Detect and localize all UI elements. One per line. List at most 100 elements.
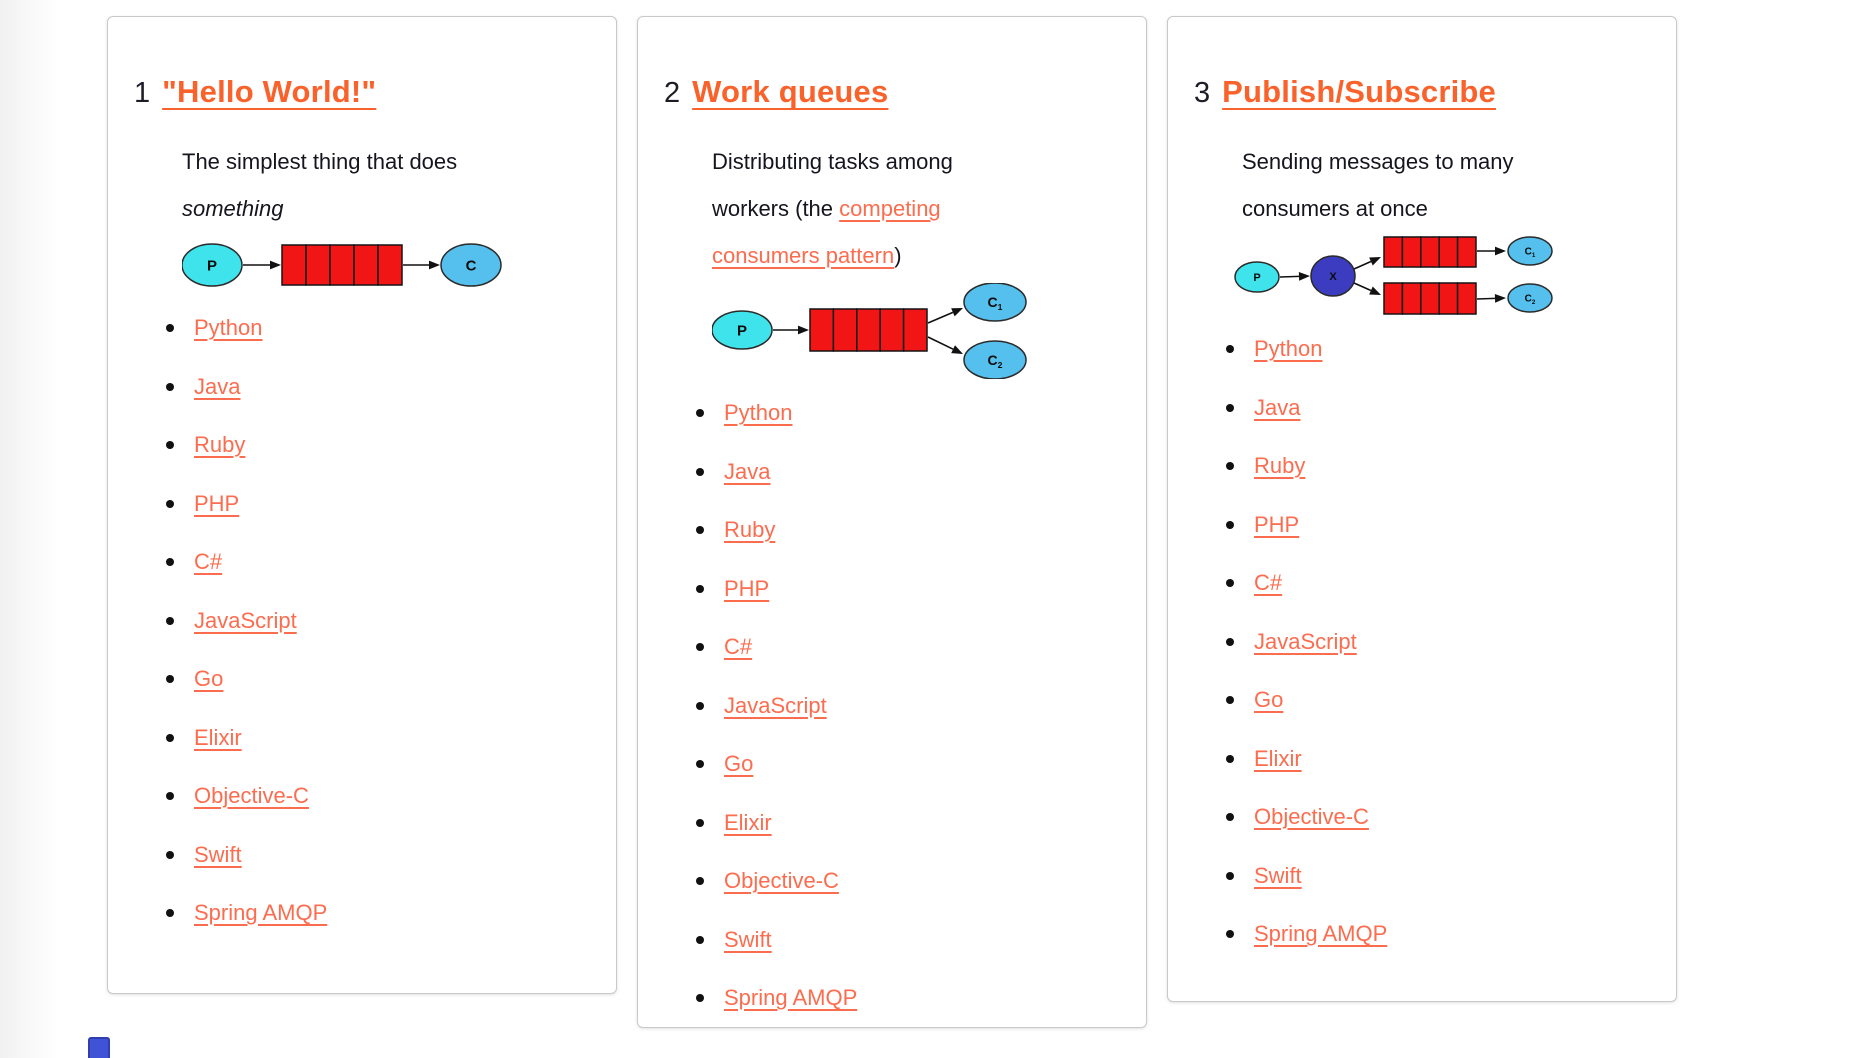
language-link-go[interactable]: Go bbox=[724, 751, 754, 776]
language-item: Swift bbox=[166, 841, 616, 871]
language-link-ruby[interactable]: Ruby bbox=[724, 517, 776, 542]
language-item: Ruby bbox=[166, 432, 616, 461]
language-item: Swift bbox=[1226, 862, 1676, 892]
language-link-go[interactable]: Go bbox=[194, 666, 224, 691]
language-item: Elixir bbox=[696, 809, 1146, 839]
language-item: Elixir bbox=[166, 724, 616, 754]
consumer-node: C1 bbox=[1507, 236, 1553, 266]
language-link-swift[interactable]: Swift bbox=[724, 926, 772, 952]
language-item: Go bbox=[1226, 687, 1676, 716]
tutorial-title-link[interactable]: "Hello World!" bbox=[162, 74, 377, 109]
language-item: Go bbox=[696, 751, 1146, 780]
tutorial-description: The simplest thing that does something bbox=[182, 138, 497, 232]
description-inline-link[interactable]: competing consumers pattern bbox=[712, 196, 941, 268]
language-item: C# bbox=[1226, 570, 1676, 599]
tutorial-description: Sending messages to many consumers at on… bbox=[1242, 138, 1557, 232]
language-link-elixir[interactable]: Elixir bbox=[724, 809, 772, 835]
language-link-c-[interactable]: C# bbox=[194, 549, 223, 574]
language-link-php[interactable]: PHP bbox=[194, 490, 240, 516]
language-link-spring-amqp[interactable]: Spring AMQP bbox=[1254, 921, 1388, 946]
language-link-elixir[interactable]: Elixir bbox=[194, 724, 242, 750]
page-edge-shade bbox=[0, 0, 58, 1058]
language-item: C# bbox=[166, 549, 616, 578]
language-link-objective-c[interactable]: Objective-C bbox=[724, 868, 839, 893]
language-item: JavaScript bbox=[696, 692, 1146, 722]
consumer-node: C2 bbox=[963, 340, 1027, 380]
language-link-go[interactable]: Go bbox=[1254, 687, 1284, 712]
language-item: Ruby bbox=[696, 517, 1146, 546]
arrow bbox=[243, 260, 281, 270]
arrow bbox=[1279, 271, 1310, 281]
language-link-objective-c[interactable]: Objective-C bbox=[1254, 804, 1369, 829]
tutorial-title-link[interactable]: Work queues bbox=[692, 74, 889, 109]
language-link-c-[interactable]: C# bbox=[724, 634, 753, 659]
language-link-elixir[interactable]: Elixir bbox=[1254, 745, 1302, 771]
language-item: Spring AMQP bbox=[696, 985, 1146, 1014]
language-link-objective-c[interactable]: Objective-C bbox=[194, 783, 309, 808]
tutorial-title-link[interactable]: Publish/Subscribe bbox=[1222, 74, 1496, 109]
tutorial-description: Distributing tasks among workers (the co… bbox=[712, 138, 1027, 279]
language-link-python[interactable]: Python bbox=[1254, 336, 1323, 361]
tutorial-number: 1 bbox=[134, 77, 151, 109]
language-link-python[interactable]: Python bbox=[194, 315, 263, 340]
bottom-left-widget[interactable] bbox=[88, 1037, 110, 1058]
arrow bbox=[1353, 257, 1381, 270]
arrow bbox=[773, 325, 809, 335]
language-link-swift[interactable]: Swift bbox=[194, 841, 242, 867]
language-link-c-[interactable]: C# bbox=[1254, 570, 1283, 595]
language-link-swift[interactable]: Swift bbox=[1254, 862, 1302, 888]
language-link-java[interactable]: Java bbox=[194, 373, 241, 399]
language-item: Swift bbox=[696, 926, 1146, 956]
exchange-node: X bbox=[1310, 255, 1356, 297]
language-link-javascript[interactable]: JavaScript bbox=[724, 692, 827, 718]
language-link-java[interactable]: Java bbox=[1254, 394, 1301, 420]
consumer-node: C2 bbox=[1507, 283, 1553, 313]
arrow bbox=[1353, 282, 1381, 295]
description-text: The simplest thing that does bbox=[182, 149, 458, 174]
language-link-php[interactable]: PHP bbox=[1254, 511, 1300, 537]
svg-text:P: P bbox=[737, 322, 747, 339]
tutorial-header: 1 "Hello World!" bbox=[134, 73, 616, 116]
language-item: Python bbox=[1226, 336, 1676, 365]
language-link-python[interactable]: Python bbox=[724, 400, 793, 425]
language-link-spring-amqp[interactable]: Spring AMQP bbox=[724, 985, 858, 1010]
language-link-ruby[interactable]: Ruby bbox=[1254, 453, 1306, 478]
language-item: PHP bbox=[1226, 511, 1676, 541]
language-item: Spring AMQP bbox=[166, 900, 616, 929]
language-item: Objective-C bbox=[696, 868, 1146, 897]
language-link-javascript[interactable]: JavaScript bbox=[194, 607, 297, 633]
language-link-java[interactable]: Java bbox=[724, 458, 771, 484]
language-link-javascript[interactable]: JavaScript bbox=[1254, 628, 1357, 654]
producer-node: P bbox=[181, 243, 243, 287]
arrow bbox=[1477, 246, 1506, 256]
svg-text:X: X bbox=[1329, 271, 1337, 283]
language-item: Go bbox=[166, 666, 616, 695]
language-item: Objective-C bbox=[166, 783, 616, 812]
language-item: Java bbox=[696, 458, 1146, 488]
tutorial-number: 3 bbox=[1194, 77, 1211, 109]
arrow bbox=[403, 260, 440, 270]
language-link-php[interactable]: PHP bbox=[724, 575, 770, 601]
description-text: something bbox=[182, 196, 284, 221]
language-item: C# bbox=[696, 634, 1146, 663]
language-item: Spring AMQP bbox=[1226, 921, 1676, 950]
svg-text:P: P bbox=[207, 257, 217, 274]
language-item: Java bbox=[1226, 394, 1676, 424]
arrow bbox=[1476, 293, 1506, 303]
language-link-ruby[interactable]: Ruby bbox=[194, 432, 246, 457]
queue-node bbox=[1383, 236, 1477, 268]
svg-text:P: P bbox=[1253, 272, 1260, 284]
svg-text:C: C bbox=[466, 257, 477, 274]
description-text: ) bbox=[894, 243, 902, 268]
language-link-spring-amqp[interactable]: Spring AMQP bbox=[194, 900, 328, 925]
arrow bbox=[927, 336, 963, 354]
description-text: Sending messages to many consumers at on… bbox=[1242, 149, 1514, 221]
